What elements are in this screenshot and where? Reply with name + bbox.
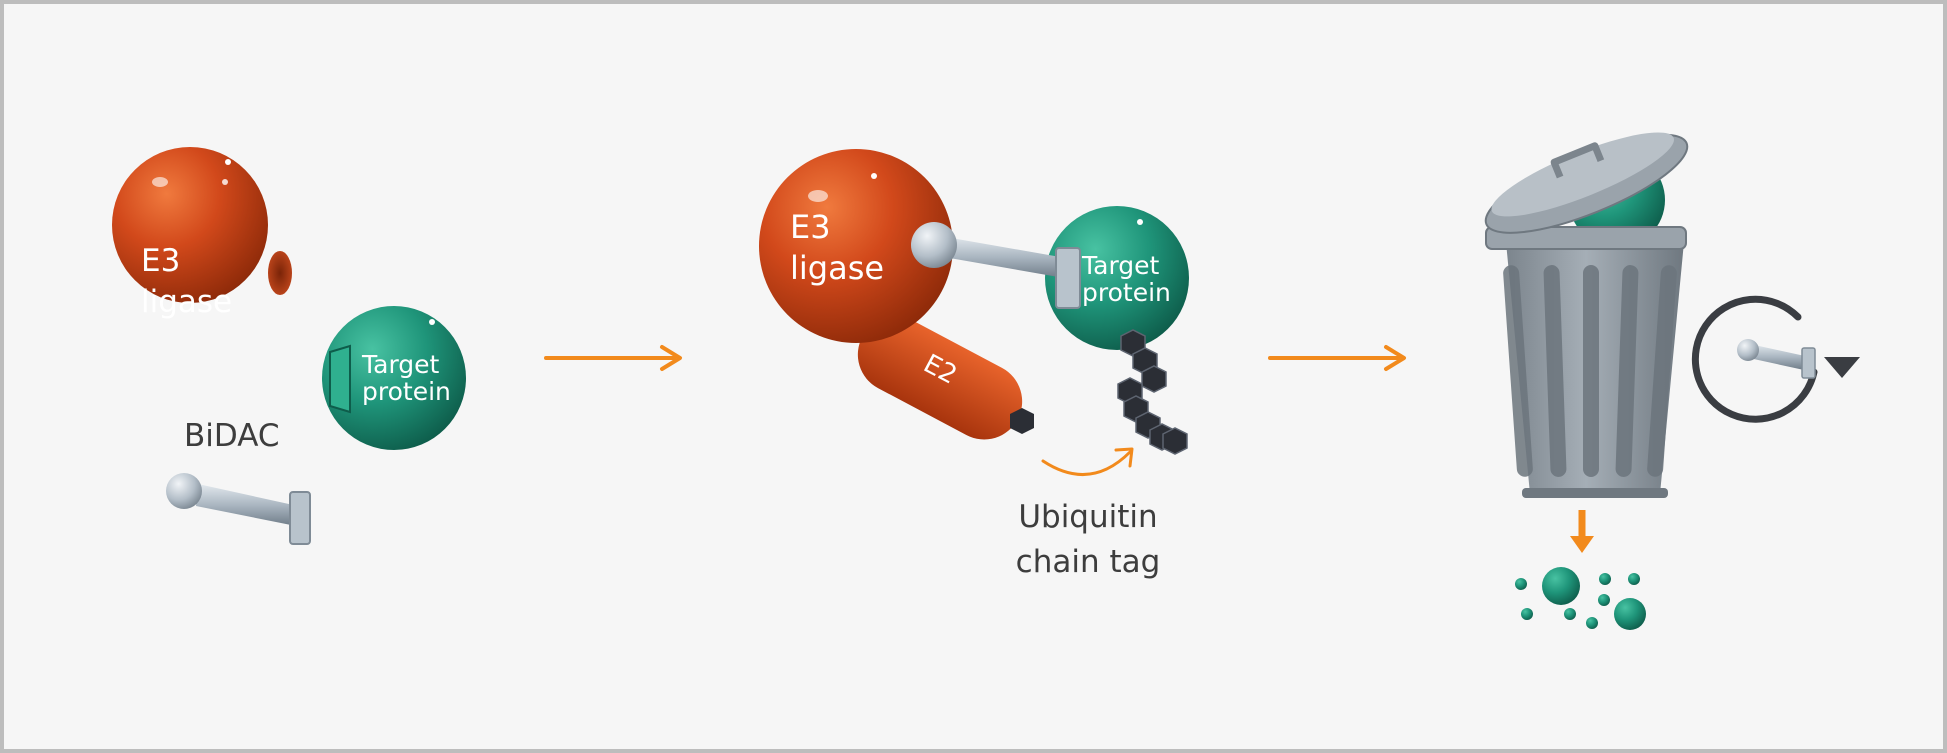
trash-can-icon <box>1484 132 1689 498</box>
target-label-line1-2: Target <box>1081 251 1160 280</box>
panel-1-components: E3 ligase Target protein BiDAC <box>112 147 466 545</box>
e3-ligase-sphere: E3 ligase <box>112 147 292 320</box>
e3-label-line1: E3 <box>141 243 180 279</box>
bidac-label: BiDAC <box>184 418 280 454</box>
panel-2-ternary-complex: E2 E3 ligase Target protein <box>759 149 1189 580</box>
ubiquitin-label-line2: chain tag <box>1016 544 1161 580</box>
bidac-bridge <box>911 222 1081 309</box>
step-arrow-2 <box>1268 345 1406 371</box>
ubiquitin-label-line1: Ubiquitin <box>1018 499 1157 535</box>
target-protein-sphere: Target protein <box>322 306 466 450</box>
e3-label-line2-2: ligase <box>790 249 884 287</box>
step-arrow-1 <box>544 345 682 371</box>
e2-enzyme: E2 <box>857 316 1034 440</box>
degraded-fragments <box>1515 567 1646 630</box>
e3-label-line2: ligase <box>141 284 232 320</box>
e3-ligase-sphere-2: E3 ligase <box>759 149 953 343</box>
recycled-bidac <box>1737 339 1816 379</box>
ubiquitin-chain <box>1117 329 1188 455</box>
target-label-line1: Target <box>361 350 440 379</box>
trash-lid <box>1484 132 1689 234</box>
target-pocket <box>329 344 351 414</box>
ubiquitin-unit <box>1010 408 1034 434</box>
target-label-line2: protein <box>362 377 451 406</box>
down-arrow-icon <box>1570 510 1594 553</box>
binding-pocket <box>268 251 292 295</box>
e3-label-line1-2: E3 <box>790 208 831 246</box>
recycle-arrow-icon <box>1691 295 1860 423</box>
transfer-arrow <box>1041 447 1134 477</box>
bidac-molecule <box>166 473 311 545</box>
target-label-line2-2: protein <box>1082 278 1171 307</box>
target-protein-sphere-2 <box>1045 206 1189 350</box>
